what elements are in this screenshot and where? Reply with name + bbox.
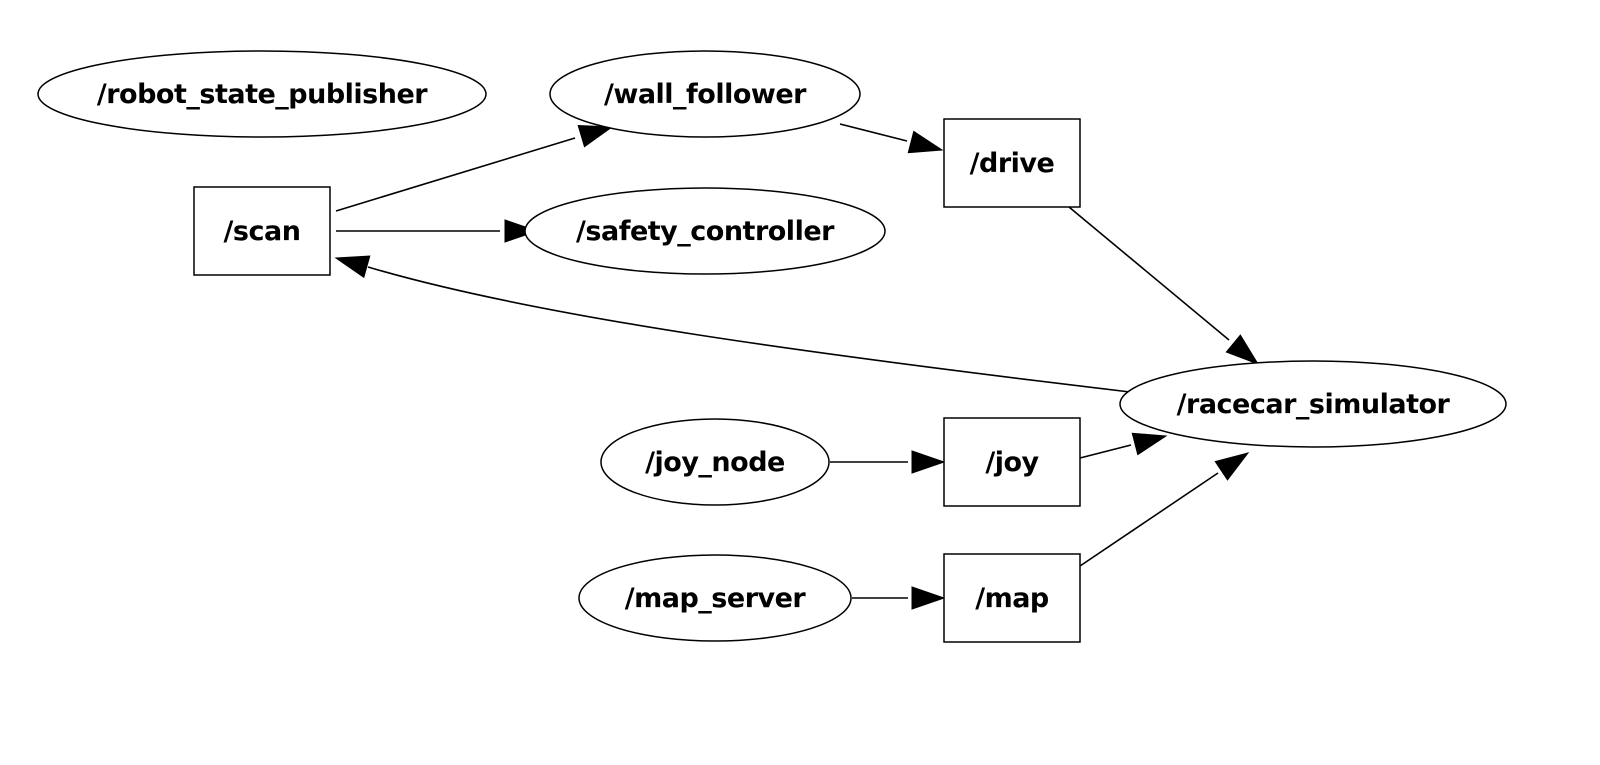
arrowhead: [907, 130, 944, 154]
node-label: /map: [975, 583, 1049, 614]
topic-box: [193, 186, 331, 276]
node-ellipse: [524, 187, 886, 275]
topic-joy[interactable]: /joy: [943, 417, 1081, 507]
topic-map[interactable]: /map: [943, 553, 1081, 643]
node-label: /joy: [985, 447, 1039, 478]
edge-joy-to-racecar_simulator: [1079, 432, 1168, 459]
node-label: /racecar_simulator: [1177, 389, 1451, 420]
node-joy-node[interactable]: /joy_node: [600, 418, 830, 506]
node-ellipse: [600, 418, 830, 506]
node-racecar-simulator[interactable]: /racecar_simulator: [1119, 360, 1507, 448]
topic-box: [943, 417, 1081, 507]
edge-map_server-to-map: [852, 586, 946, 610]
arrowhead: [911, 450, 946, 474]
edge-line: [335, 137, 576, 212]
edge-wall_follower-to-drive: [839, 123, 944, 154]
node-ellipse: [549, 50, 861, 138]
node-label: /wall_follower: [604, 79, 807, 110]
node-label: /joy_node: [645, 447, 785, 478]
node-robot-state-publisher[interactable]: /robot_state_publisher: [37, 50, 487, 138]
edge-line: [367, 266, 1131, 393]
arrowhead: [911, 586, 946, 610]
edges-layer: [334, 123, 1260, 610]
edge-line: [1079, 444, 1132, 459]
node-ellipse: [578, 554, 852, 642]
node-label: /map_server: [625, 583, 807, 614]
arrowhead: [504, 219, 539, 243]
edge-map-to-racecar_simulator: [1079, 452, 1250, 567]
edge-line: [1068, 206, 1230, 341]
topic-box: [943, 118, 1081, 208]
edge-line: [839, 123, 908, 142]
topic-drive[interactable]: /drive: [943, 118, 1081, 208]
arrowhead: [334, 255, 371, 279]
node-ellipse: [1119, 360, 1507, 448]
arrowhead: [1214, 452, 1250, 481]
edge-drive-to-racecar_simulator: [1068, 206, 1260, 365]
edge-line: [1079, 472, 1219, 567]
edge-racecar_simulator-to-scan: [334, 255, 1131, 393]
node-safety-controller[interactable]: /safety_controller: [524, 187, 886, 275]
node-label: /safety_controller: [576, 216, 835, 247]
edge-scan-to-safety_controller: [336, 219, 539, 243]
nodes-layer: /robot_state_publisher/wall_follower/sca…: [37, 50, 1507, 643]
edge-scan-to-wall_follower: [335, 125, 614, 212]
node-map-server[interactable]: /map_server: [578, 554, 852, 642]
arrowhead: [1131, 432, 1168, 456]
topic-box: [943, 553, 1081, 643]
node-label: /drive: [970, 148, 1055, 179]
node-label: /robot_state_publisher: [97, 79, 428, 110]
arrowhead: [1225, 334, 1260, 365]
node-ellipse: [37, 50, 487, 138]
edge-joy_node-to-joy: [830, 450, 946, 474]
arrowhead: [577, 125, 614, 148]
node-wall-follower[interactable]: /wall_follower: [549, 50, 861, 138]
node-label: /scan: [224, 216, 301, 247]
topic-scan[interactable]: /scan: [193, 186, 331, 276]
